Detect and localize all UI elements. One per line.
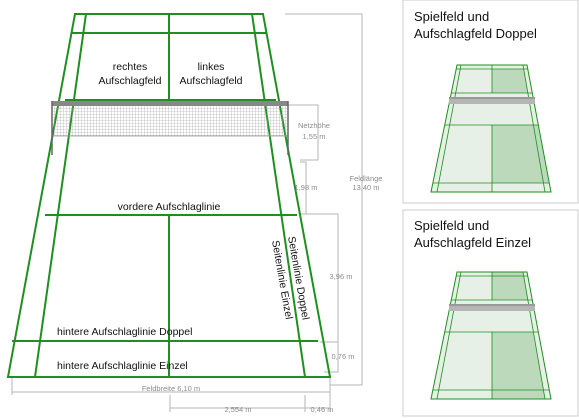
doubles-service-court-far — [492, 69, 528, 93]
net — [51, 101, 289, 155]
panel-singles-title-line2: Aufschlagfeld Einzel — [414, 235, 531, 250]
doubles-service-court-near — [492, 125, 550, 183]
singles-side-line-right — [251, 13, 306, 378]
panel-doubles-title-line1: Spielfeld und — [414, 9, 489, 24]
court-width-value: Feldbreite 6,10 m — [142, 384, 200, 393]
service-depth-value: 3,96 m — [330, 272, 353, 281]
singles-outer-line — [430, 271, 552, 400]
singles-service-court-near — [492, 332, 545, 399]
net-height-label: Netzhöhe — [298, 121, 330, 130]
doubles-mini-net — [449, 97, 535, 104]
half-width-value: 2,554 m — [224, 405, 251, 414]
mini-court-doubles — [430, 64, 552, 193]
service-court-right-label-line2: Aufschlagfeld — [98, 75, 161, 87]
doubles-outer-line — [430, 64, 552, 193]
panel-singles-title-line1: Spielfeld und — [414, 218, 489, 233]
back-gap-dimension-line — [320, 341, 339, 373]
doubles-singles-line-right — [522, 64, 546, 193]
rear-line-singles-label: hintere Aufschlaglinie Einzel — [57, 360, 188, 372]
singles-mini-net-tape — [449, 304, 535, 306]
net-height-dimension-line — [285, 104, 319, 161]
outer-boundary-doubles — [6, 13, 332, 378]
service-court-left-label-line1: linkes — [198, 61, 225, 73]
doubles-singles-line-left — [436, 64, 462, 193]
dimension-lines — [11, 13, 363, 412]
net-mesh — [51, 102, 289, 137]
singles-side-line-left — [34, 13, 87, 378]
singles-singles-line-left — [436, 271, 462, 400]
panel-doubles: Spielfeld und Aufschlagfeld Doppel — [402, 0, 579, 204]
court-length-value: 13,40 m — [352, 183, 379, 192]
net-height-value: 1,55 m — [303, 132, 326, 141]
service-court-left-label-line2: Aufschlagfeld — [179, 75, 242, 87]
doubles-mini-net-tape — [449, 97, 535, 99]
court-lines — [6, 13, 332, 378]
net-tape — [52, 101, 288, 106]
front-service-line-label: vordere Aufschlaglinie — [118, 201, 221, 213]
singles-singles-line-right — [522, 271, 546, 400]
panel-doubles-title-line2: Aufschlagfeld Doppel — [414, 26, 537, 41]
rear-line-doubles-label: hintere Aufschlaglinie Doppel — [57, 326, 192, 338]
panel-singles: Spielfeld und Aufschlagfeld Einzel — [402, 209, 579, 417]
side-gap-value: 0,46 m — [311, 405, 334, 414]
court-length-dimension-line — [285, 13, 363, 386]
court-length-label: Feldlänge — [350, 174, 383, 183]
back-gap-value: 0,76 m — [332, 352, 355, 361]
service-court-right-label-line1: rechtes — [113, 61, 147, 73]
singles-mini-net — [449, 304, 535, 311]
singles-service-court-far — [492, 272, 528, 300]
main-court: rechtes Aufschlagfeld linkes Aufschlagfe… — [6, 13, 383, 414]
mini-court-singles — [430, 271, 552, 400]
net-service-distance: 1,98 m — [295, 183, 318, 192]
